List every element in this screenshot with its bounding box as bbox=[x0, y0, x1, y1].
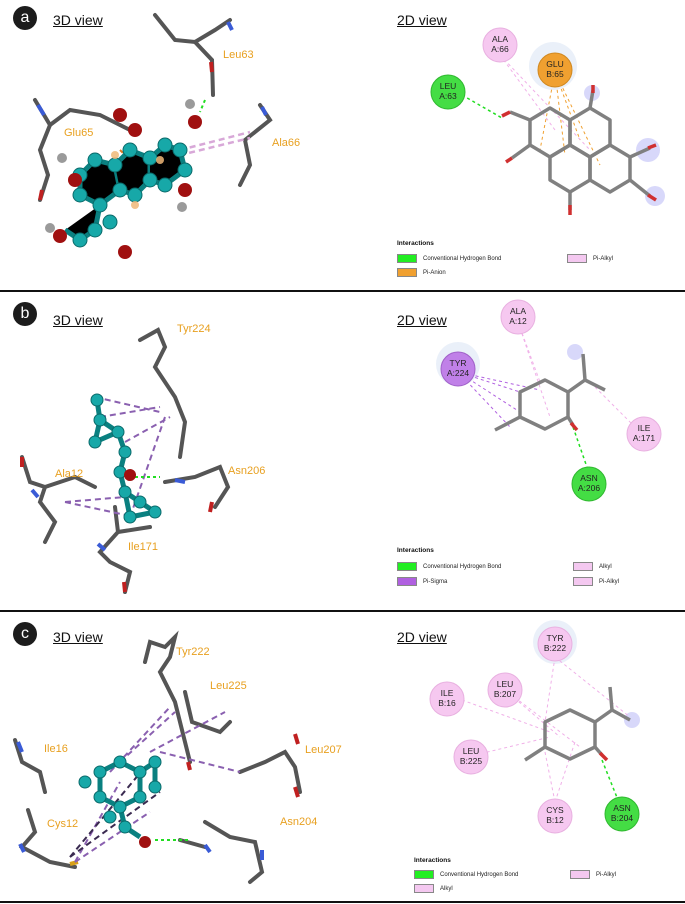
svg-text:CYS: CYS bbox=[546, 805, 564, 815]
2d-view-title: 2D view bbox=[397, 629, 447, 645]
panel-separator bbox=[0, 290, 685, 292]
svg-text:B:225: B:225 bbox=[460, 756, 482, 766]
residue-3d-label: Tyr224 bbox=[177, 323, 211, 335]
svg-text:A:171: A:171 bbox=[633, 433, 655, 443]
residue-node-glu-b65: GLU B:65 bbox=[537, 52, 573, 88]
svg-text:B:204: B:204 bbox=[611, 813, 633, 823]
residue-node-asn-b204: ASN B:204 bbox=[604, 796, 640, 832]
legend-item: Alkyl bbox=[414, 884, 453, 893]
3d-view-title: 3D view bbox=[53, 629, 103, 645]
legend-item: Conventional Hydrogen Bond bbox=[397, 562, 501, 571]
svg-text:LEU: LEU bbox=[463, 746, 480, 756]
residue-3d-label: Ala66 bbox=[272, 137, 300, 149]
panel-label: a bbox=[13, 6, 37, 30]
panel-label: b bbox=[13, 302, 37, 326]
legend-item: Pi-Alkyl bbox=[570, 870, 616, 879]
svg-text:B:12: B:12 bbox=[546, 815, 564, 825]
2d-view-title: 2D view bbox=[397, 312, 447, 328]
panel-b: b 3D view 2D view Tyr224 Ala12 Asn206 Il… bbox=[0, 292, 685, 610]
panel-a: a 3D view 2D view Leu63 Glu65 Ala66 bbox=[0, 0, 685, 290]
residue-3d-label: Cys12 bbox=[47, 818, 78, 830]
svg-text:ILE: ILE bbox=[441, 688, 454, 698]
legend-item: Pi-Anion bbox=[397, 268, 446, 277]
residue-3d-label: Ile171 bbox=[128, 541, 158, 553]
legend-title: Interactions bbox=[397, 547, 434, 554]
residue-node-tyr-b222: TYR B:222 bbox=[537, 626, 573, 662]
legend-title: Interactions bbox=[414, 857, 451, 864]
3d-view-title: 3D view bbox=[53, 12, 103, 28]
residue-3d-label: Leu63 bbox=[223, 49, 254, 61]
residue-node-cys-b12: CYS B:12 bbox=[537, 798, 573, 834]
residue-3d-label: Tyr222 bbox=[176, 646, 210, 658]
legend-item: Conventional Hydrogen Bond bbox=[414, 870, 518, 879]
residue-node-ile-a171: ILE A:171 bbox=[626, 416, 662, 452]
svg-text:ILE: ILE bbox=[638, 423, 651, 433]
panel-c-graphics: Tyr222 Leu225 Ile16 Leu207 Cys12 Asn204 bbox=[13, 620, 640, 884]
legend-item: Pi-Alkyl bbox=[567, 254, 613, 263]
panel-separator bbox=[0, 610, 685, 612]
panel-a-graphics: Leu63 Glu65 Ala66 bbox=[33, 13, 665, 259]
svg-text:A:66: A:66 bbox=[491, 44, 509, 54]
2d-view-title: 2D view bbox=[397, 12, 447, 28]
svg-text:B:207: B:207 bbox=[494, 689, 516, 699]
residue-3d-label: Glu65 bbox=[64, 127, 93, 139]
residue-3d-label: Asn206 bbox=[228, 465, 265, 477]
legend-title: Interactions bbox=[397, 240, 434, 247]
residue-node-leu-b225: LEU B:225 bbox=[453, 739, 489, 775]
residue-node-asn-a206: ASN A:206 bbox=[571, 466, 607, 502]
svg-text:B:65: B:65 bbox=[546, 69, 564, 79]
legend-item: Pi-Sigma bbox=[397, 577, 447, 586]
residue-node-ala-a66: ALA A:66 bbox=[482, 27, 518, 63]
legend-item: Conventional Hydrogen Bond bbox=[397, 254, 501, 263]
residue-3d-label: Ile16 bbox=[44, 743, 68, 755]
residue-node-tyr-a224: TYR A:224 bbox=[440, 351, 476, 387]
residue-node-ala-a12: ALA A:12 bbox=[500, 299, 536, 335]
svg-text:TYR: TYR bbox=[547, 633, 564, 643]
svg-text:ALA: ALA bbox=[510, 306, 526, 316]
residue-3d-label: Leu225 bbox=[210, 680, 247, 692]
residue-node-leu-a63: LEU A:63 bbox=[430, 74, 466, 110]
svg-text:LEU: LEU bbox=[440, 81, 457, 91]
residue-node-ile-b16: ILE B:16 bbox=[429, 681, 465, 717]
legend-item: Pi-Alkyl bbox=[573, 577, 619, 586]
svg-text:A:12: A:12 bbox=[509, 316, 527, 326]
svg-text:A:224: A:224 bbox=[447, 368, 469, 378]
svg-text:ASN: ASN bbox=[613, 803, 630, 813]
panel-c: c 3D view 2D view Tyr222 Leu225 Ile16 Le… bbox=[0, 612, 685, 904]
svg-text:GLU: GLU bbox=[546, 59, 563, 69]
legend-item: Alkyl bbox=[573, 562, 612, 571]
svg-text:ALA: ALA bbox=[492, 34, 508, 44]
panel-label: c bbox=[13, 622, 37, 646]
svg-text:A:63: A:63 bbox=[439, 91, 457, 101]
svg-text:ASN: ASN bbox=[580, 473, 597, 483]
residue-node-leu-b207: LEU B:207 bbox=[487, 672, 523, 708]
svg-text:LEU: LEU bbox=[497, 679, 514, 689]
panel-b-graphics: Tyr224 Ala12 Asn206 Ile171 bbox=[20, 299, 662, 594]
residue-3d-label: Leu207 bbox=[305, 744, 342, 756]
residue-3d-label: Asn204 bbox=[280, 816, 317, 828]
svg-text:A:206: A:206 bbox=[578, 483, 600, 493]
3d-view-title: 3D view bbox=[53, 312, 103, 328]
svg-text:B:222: B:222 bbox=[544, 643, 566, 653]
panel-separator bbox=[0, 901, 685, 903]
svg-text:B:16: B:16 bbox=[438, 698, 456, 708]
residue-3d-label: Ala12 bbox=[55, 468, 83, 480]
svg-text:TYR: TYR bbox=[450, 358, 467, 368]
